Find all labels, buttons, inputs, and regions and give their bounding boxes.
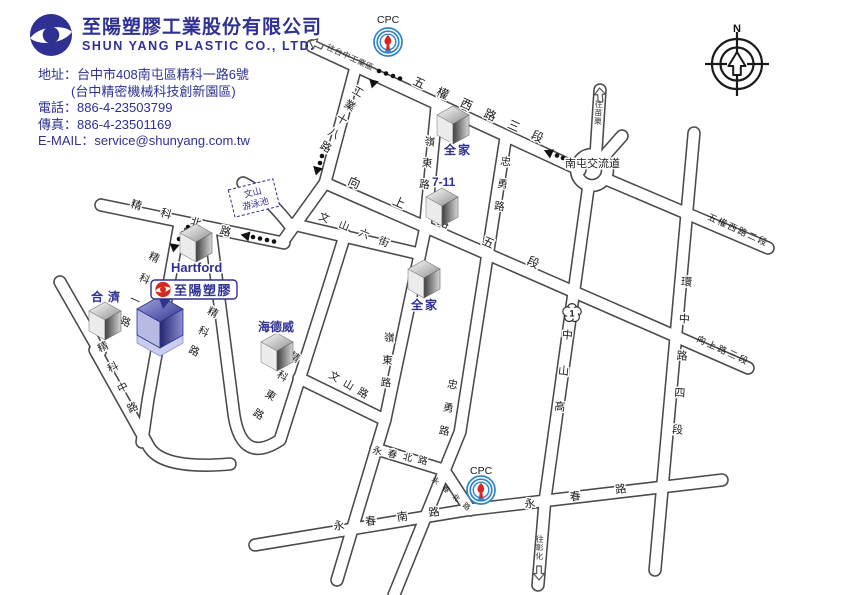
company-address: 地址：台中市408南屯區精科一路6號 [38, 67, 249, 82]
road-interchange-ring [571, 149, 613, 191]
landmark-labels: 全家 7-11 全家 Hartford 合濟 海德威 [90, 141, 472, 336]
company-name-en: SHUN YANG PLASTIC CO., LTD. [82, 38, 316, 53]
interchange-label: 南屯交流道 [565, 156, 620, 170]
cpc-top-label: CPC [377, 14, 400, 26]
company-building [136, 295, 184, 357]
road-zhongshan-freeway [532, 184, 594, 591]
road-jingke-loop [204, 222, 351, 454]
family-mart-north-label: 全家 [443, 142, 472, 157]
road-label-jingke-middle: 精科中路 [94, 339, 145, 426]
road-label-jingke-rd: 精科路 [181, 304, 220, 368]
road-lingdong [379, 98, 443, 426]
wenshan-pool-box: 文山 游泳池 [227, 178, 281, 218]
direction-to-changhua: 往彰化 [535, 534, 545, 561]
road-yongchun-north [370, 443, 450, 476]
company-phone: 電話：886-4-23503799 [38, 100, 173, 115]
road-v-arm [54, 276, 106, 358]
direction-to-miaoli: 往苗栗 [593, 99, 603, 126]
road-label-zhongshan-hwy: 中山高 [550, 328, 574, 437]
compass-icon: N [705, 23, 769, 96]
heji-label: 合濟 [91, 289, 125, 304]
highway-shield-number: 1 [569, 309, 575, 320]
highway-1-shield-icon: 1 [562, 303, 582, 323]
haidewei-label: 海德威 [258, 319, 294, 334]
company-fax: 傳真：886-4-23501169 [38, 116, 172, 132]
cpc-bottom-label: CPC [470, 465, 493, 477]
seven-eleven-label: 7-11 [432, 175, 456, 189]
company-marker: 至陽塑膠 [150, 279, 238, 309]
family-mart-mid-label: 全家 [410, 297, 439, 312]
road-yongchun-north-link [438, 464, 476, 516]
hartford-label: Hartford [171, 260, 222, 275]
wenshan-pool-label-line1: 文山 [242, 185, 262, 200]
cpc-station-bottom-icon [466, 475, 496, 505]
road-yongchun-south [249, 474, 728, 551]
cpc-station-top-icon [373, 27, 403, 57]
road-huanzhong [649, 127, 700, 576]
road-label-xiangshang-5: 向上路五段 [346, 173, 576, 286]
road-label-yongchun-north: 永春北路 [371, 444, 434, 469]
road-gongye-18 [319, 60, 362, 189]
road-jingke-middle [89, 344, 236, 471]
road-wenshan [293, 372, 391, 586]
company-marker-logo-icon [155, 281, 171, 298]
company-marker-label: 至陽塑膠 [174, 283, 232, 298]
company-address-note: (台中精密機械科技創新園區) [71, 83, 236, 99]
company-name-zh: 至陽塑膠工業股份有限公司 [82, 16, 323, 38]
road-wenshan-6-st [286, 218, 426, 260]
road-zhongyong [388, 130, 512, 595]
company-email: E-MAIL：service@shunyang.com.tw [38, 133, 250, 148]
company-logo-icon [30, 14, 72, 56]
road-interchange-stub [601, 130, 628, 159]
company-header: 至陽塑膠工業股份有限公司 SHUN YANG PLASTIC CO., LTD.… [28, 12, 322, 150]
compass-north-label: N [733, 23, 741, 35]
